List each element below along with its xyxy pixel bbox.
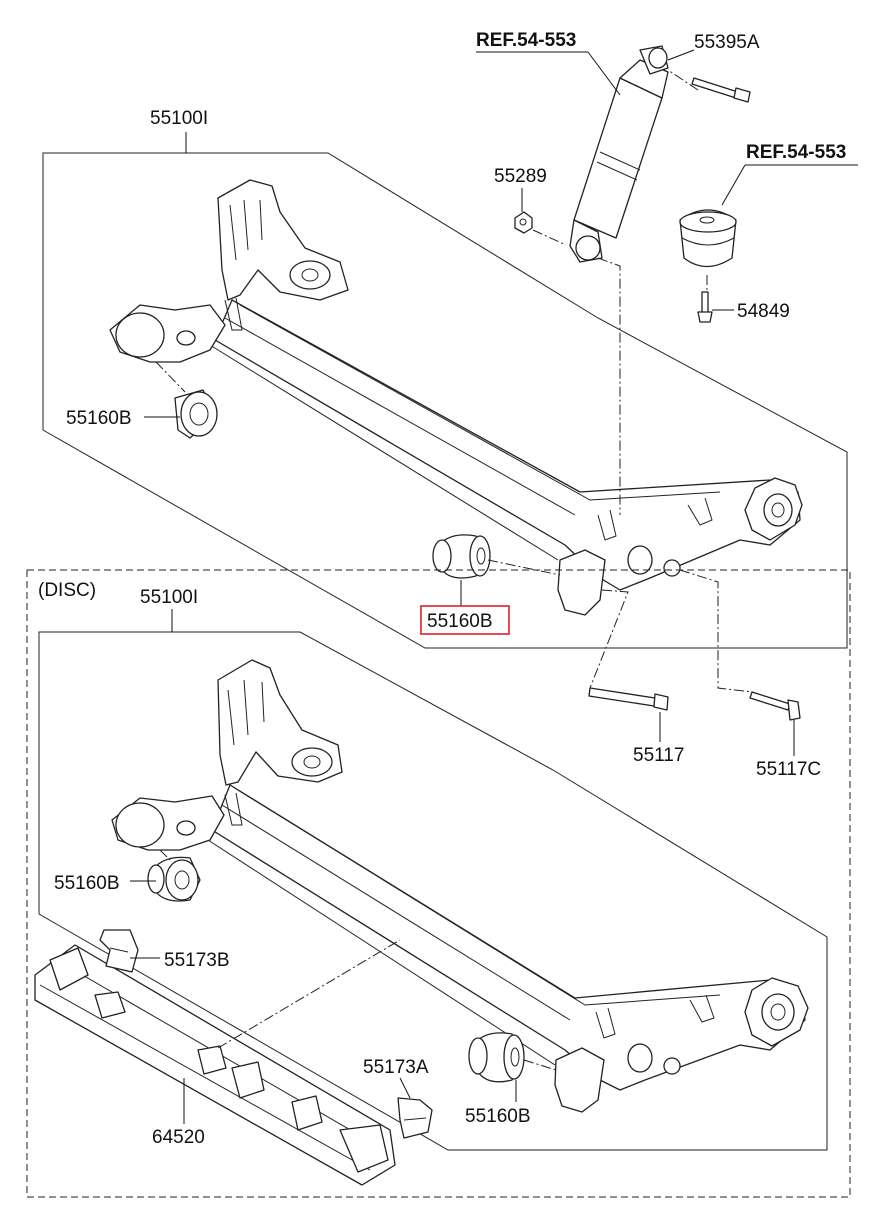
nut-55289-part: [514, 211, 533, 234]
bump-stop-mount: [679, 209, 737, 268]
bolt-54849-part: [697, 291, 713, 323]
label-55117c: 55117C: [756, 759, 821, 780]
shock-absorber: [569, 45, 669, 263]
top-axle-beam: [109, 179, 803, 616]
label-55100i-disc: 55100I: [140, 587, 198, 608]
label-55160b-top-front: 55160B: [66, 408, 132, 429]
label-55173a: 55173A: [363, 1057, 429, 1078]
label-55173b: 55173B: [164, 950, 230, 971]
bolt-55395a-part: [691, 77, 751, 103]
disc-section-frame: [26, 569, 851, 1198]
label-55160b-top-rear: 55160B: [427, 611, 493, 632]
disc-assembly-frame: [38, 631, 828, 1151]
top-assembly-frame: [42, 152, 848, 649]
label-55289: 55289: [494, 166, 547, 187]
bolt-55117c-part: [749, 691, 801, 721]
bushing-top-rear: [432, 534, 491, 579]
label-55100i-top: 55100I: [150, 108, 208, 129]
label-55160b-disc-rear: 55160B: [465, 1106, 531, 1127]
bushing-disc-front: [147, 856, 201, 902]
bushing-top-front: [174, 389, 218, 439]
label-disc: (DISC): [38, 580, 96, 601]
highlight-box: [420, 605, 510, 635]
label-54849: 54849: [737, 301, 790, 322]
bolt-55117-part: [588, 687, 669, 711]
label-55160b-disc-front: 55160B: [54, 873, 120, 894]
bracket-55173b-part: [99, 929, 139, 973]
label-55117: 55117: [633, 745, 684, 766]
label-ref-shock[interactable]: REF.54-553: [476, 30, 576, 51]
label-64520: 64520: [152, 1127, 205, 1148]
bushing-disc-rear: [468, 1032, 525, 1083]
bracket-55173a-part: [397, 1097, 433, 1139]
under-cover-part: [34, 944, 396, 1186]
label-55395a: 55395A: [694, 32, 760, 53]
disc-axle-beam: [111, 659, 809, 1113]
label-ref-mount[interactable]: REF.54-553: [746, 142, 846, 163]
